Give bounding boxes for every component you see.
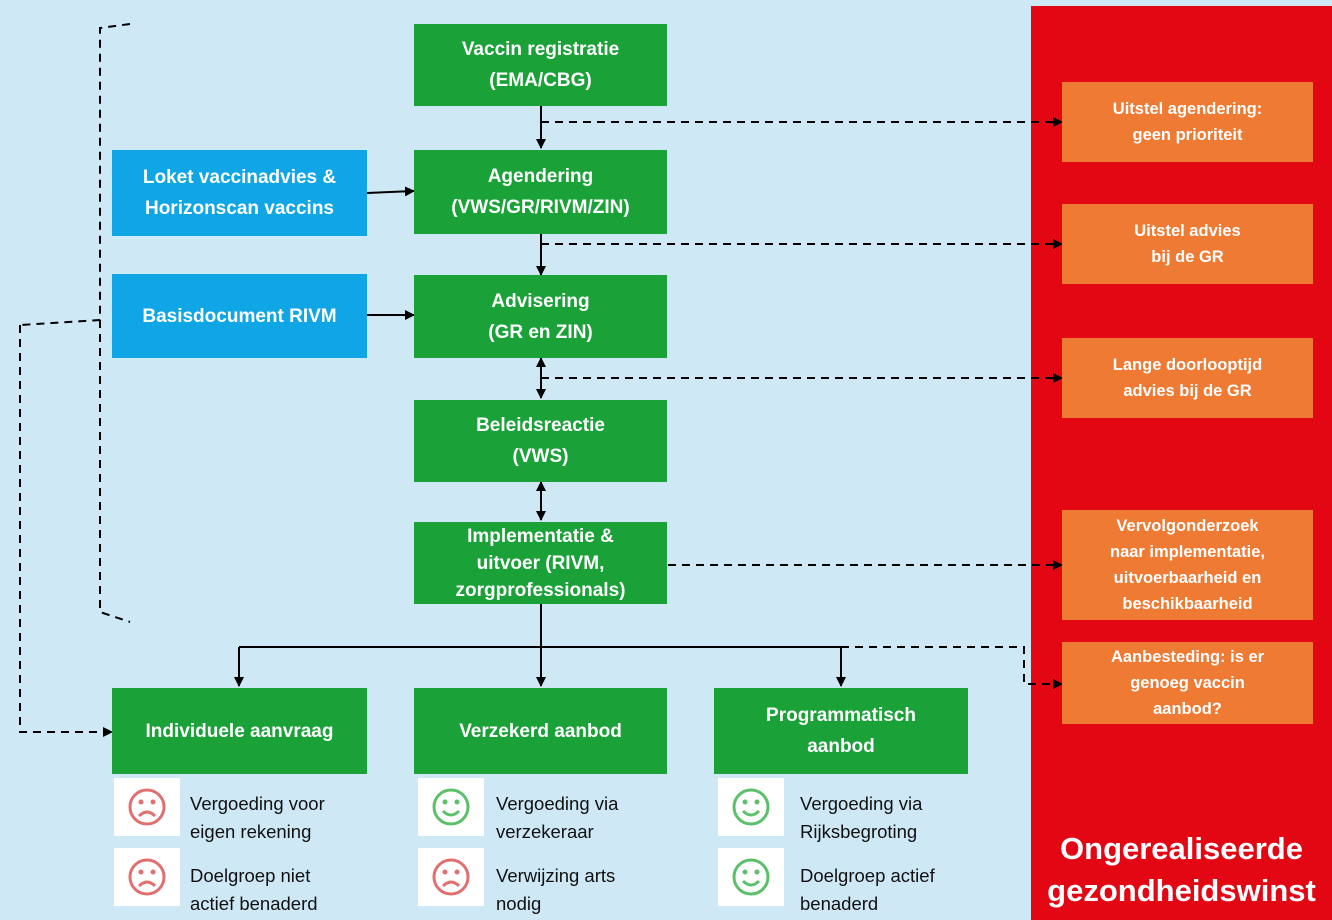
note-individueel-vergoeding: Vergoeding voor eigen rekening [190,793,325,842]
risk-uitstel-advies: Uitstel advies bij de GR [1062,204,1313,284]
arrow-loket-agendering [366,186,415,197]
box-agendering: Agendering (VWS/GR/RIVM/ZIN) [414,150,667,234]
box-vaccin-registratie: Vaccin registratie (EMA/CBG) [414,24,667,106]
box-basisdocument-rivm: Basisdocument RIVM [112,274,367,358]
box-individuele-aanvraag: Individuele aanvraag [112,688,367,774]
note-verzekerd-verwijzing: Verwijzing arts nodig [496,865,616,914]
dash-to-aanbesteding [841,646,1063,689]
box-verzekerd-aanbod: Verzekerd aanbod [414,688,667,774]
dash-to-individueel [19,325,113,737]
sad-face-icon [114,848,180,906]
box-loket-vaccinadvies: Loket vaccinadvies & Horizonscan vaccins [112,150,367,236]
happy-face-icon [718,848,784,906]
risk-uitstel-agendering: Uitstel agendering: geen prioriteit [1062,82,1313,162]
happy-face-icon [418,778,484,836]
note-verzekerd-vergoeding: Vergoeding via verzekeraar [496,793,619,842]
note-programmatisch-doelgroep: Doelgroep actief benaderd [800,865,935,914]
sad-face-icon [418,848,484,906]
box-advisering: Advisering (GR en ZIN) [414,275,667,358]
sad-face-icon [114,778,180,836]
note-individueel-doelgroep: Doelgroep niet actief benaderd [190,865,318,914]
left-bracket [19,23,131,623]
risk-aanbesteding: Aanbesteding: is er genoeg vaccin aanbod… [1062,642,1313,724]
note-programmatisch-vergoeding: Vergoeding via Rijksbegroting [800,793,923,842]
box-beleidsreactie: Beleidsreactie (VWS) [414,400,667,482]
box-implementatie: Implementatie & uitvoer (RIVM, zorgprofe… [414,522,667,604]
happy-face-icon [718,778,784,836]
panel-title: Ongerealiseerde gezondheidswinst [1047,831,1316,908]
risk-vervolgonderzoek: Vervolgonderzoek naar implementatie, uit… [1062,510,1313,620]
box-programmatisch-aanbod: Programmatisch aanbod [714,688,968,774]
risk-lange-doorlooptijd: Lange doorlooptijd advies bij de GR [1062,338,1313,418]
